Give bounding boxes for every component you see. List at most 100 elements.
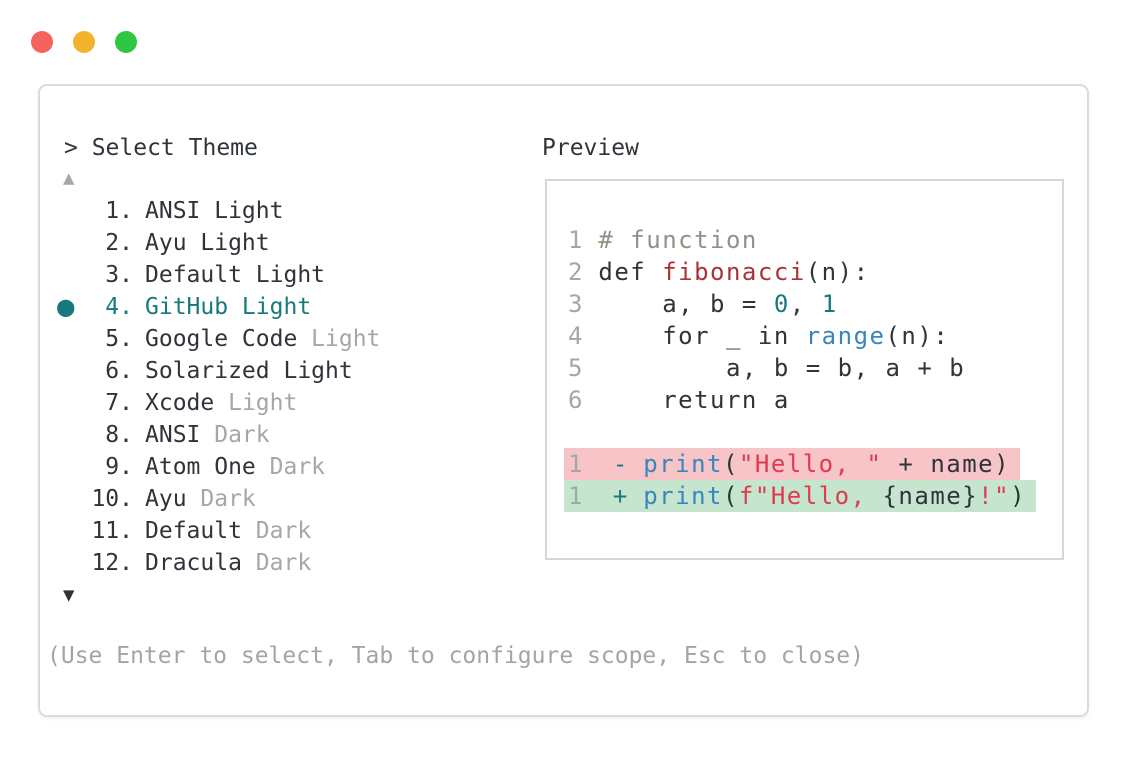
theme-option-name: ANSI xyxy=(145,422,201,448)
theme-list: 1. ANSI Light 2. Ayu Light 3. Default Light… xyxy=(57,195,380,579)
diff-minus-sign: - xyxy=(612,450,629,478)
theme-option-number: 11. xyxy=(91,518,133,544)
theme-option-number: 6. xyxy=(105,358,133,384)
code-line: 5 a, b = b, a + b xyxy=(568,352,1062,384)
line-number: 1 xyxy=(568,226,584,254)
theme-option[interactable]: 1. ANSI Light xyxy=(57,195,380,227)
theme-option-suffix: Dark xyxy=(200,486,256,512)
theme-option-suffix: Light xyxy=(311,326,381,352)
code-token: ) xyxy=(1010,482,1027,510)
theme-option-name: Xcode xyxy=(145,390,215,416)
code-token: fibonacci xyxy=(662,258,806,286)
theme-option[interactable]: 10. Ayu Dark xyxy=(57,483,380,515)
theme-option[interactable]: 2. Ayu Light xyxy=(57,227,380,259)
scroll-down-icon: ▼ xyxy=(63,584,75,606)
theme-option-number: 7. xyxy=(105,390,133,416)
theme-picker-window: > Select Theme Preview ▲ 1. ANSI Light 2.… xyxy=(38,84,1089,717)
theme-option-suffix: Dark xyxy=(255,518,312,544)
code-token: 1 xyxy=(821,290,838,318)
code-token: (n): xyxy=(805,258,870,286)
theme-option-number: 1. xyxy=(105,198,133,224)
code-token: a, b = b, a + b xyxy=(598,354,966,382)
line-number: 4 xyxy=(568,322,584,350)
code-token: {name} xyxy=(882,482,979,510)
code-token: return a xyxy=(598,386,790,414)
diff-added-highlight: 1 + print(f"Hello, {name}!") xyxy=(564,480,1037,512)
theme-option-name: Atom One xyxy=(145,454,256,480)
theme-option[interactable]: 5. Google Code Light xyxy=(57,323,380,355)
theme-option-name: Default xyxy=(145,518,242,544)
theme-option-name: GitHub Light xyxy=(145,294,312,320)
code-token: # function xyxy=(598,226,758,254)
code-token: 0 xyxy=(773,290,790,318)
code-token: + name) xyxy=(882,450,1011,478)
diff-line-added: 1 + print(f"Hello, {name}!") xyxy=(564,480,1062,512)
theme-option[interactable]: 7. Xcode Light xyxy=(57,387,380,419)
selected-indicator-icon: ● xyxy=(57,289,75,323)
code-token: f"Hello, xyxy=(738,482,883,510)
code-token: for _ in xyxy=(598,322,806,350)
window-controls xyxy=(31,31,137,53)
theme-option-number: 12. xyxy=(91,550,133,576)
theme-option-suffix: Dark xyxy=(269,454,326,480)
theme-option-name: Ayu Light xyxy=(145,230,270,256)
diff-plus-sign: + xyxy=(612,482,629,510)
theme-option[interactable]: 12. Dracula Dark xyxy=(57,547,380,579)
code-line: 4 for _ in range(n): xyxy=(568,320,1062,352)
theme-option-number: 9. xyxy=(105,454,133,480)
code-line: 1 # function xyxy=(568,224,1062,256)
code-token: , xyxy=(789,290,822,318)
theme-option-number: 4. xyxy=(105,294,133,320)
diff-line-removed: 1-print("Hello, " + name) xyxy=(564,448,1062,480)
theme-option-number: 5. xyxy=(105,326,133,352)
theme-option[interactable]: 6. Solarized Light xyxy=(57,355,380,387)
zoom-button[interactable] xyxy=(115,31,137,53)
theme-option-number: 8. xyxy=(105,422,133,448)
close-button[interactable] xyxy=(31,31,53,53)
code-line: 2 def fibonacci(n): xyxy=(568,256,1062,288)
theme-option-number: 3. xyxy=(105,262,133,288)
preview-label: Preview xyxy=(542,135,639,161)
code-token: ( xyxy=(722,450,739,478)
theme-option-suffix: Dark xyxy=(214,422,270,448)
minimize-button[interactable] xyxy=(73,31,95,53)
theme-option-name: Default Light xyxy=(145,262,326,288)
theme-option-name: Solarized Light xyxy=(145,358,353,384)
code-token: print xyxy=(643,450,723,478)
code-token: !" xyxy=(978,482,1011,510)
code-token: a, b = xyxy=(598,290,774,318)
code-line: 3 a, b = 0, 1 xyxy=(568,288,1062,320)
diff-removed-highlight: 1-print("Hello, " + name) xyxy=(564,448,1021,480)
theme-option[interactable]: 8. ANSI Dark xyxy=(57,419,380,451)
blank-line xyxy=(568,416,1062,448)
line-number: 6 xyxy=(568,386,584,414)
code-token: "Hello, " xyxy=(738,450,883,478)
line-number: 1 xyxy=(568,482,584,510)
line-number: 1 xyxy=(568,450,584,478)
theme-option-number: 2. xyxy=(105,230,133,256)
theme-option-suffix: Light xyxy=(228,390,298,416)
theme-option-name: Ayu xyxy=(145,486,187,512)
theme-option-number: 10. xyxy=(91,486,133,512)
picker-title: > Select Theme xyxy=(64,135,258,161)
scroll-up-icon: ▲ xyxy=(63,167,75,189)
line-number: 3 xyxy=(568,290,584,318)
help-text: (Use Enter to select, Tab to configure s… xyxy=(47,643,864,669)
theme-option[interactable]: 3. Default Light xyxy=(57,259,380,291)
theme-option-suffix: Dark xyxy=(255,550,312,576)
code-token: def xyxy=(598,258,663,286)
line-number: 5 xyxy=(568,354,584,382)
theme-option[interactable]: 9. Atom One Dark xyxy=(57,451,380,483)
code-line: 6 return a xyxy=(568,384,1062,416)
theme-option[interactable]: 11. Default Dark xyxy=(57,515,380,547)
theme-option-name: Google Code xyxy=(145,326,298,352)
code-token: range xyxy=(805,322,886,350)
theme-option-selected[interactable]: ● 4. GitHub Light xyxy=(57,291,380,323)
line-number: 2 xyxy=(568,258,584,286)
code-token: ( xyxy=(722,482,739,510)
theme-option-name: ANSI Light xyxy=(145,198,284,224)
theme-option-name: Dracula xyxy=(145,550,242,576)
code-token: print xyxy=(643,482,723,510)
code-token: (n): xyxy=(885,322,950,350)
